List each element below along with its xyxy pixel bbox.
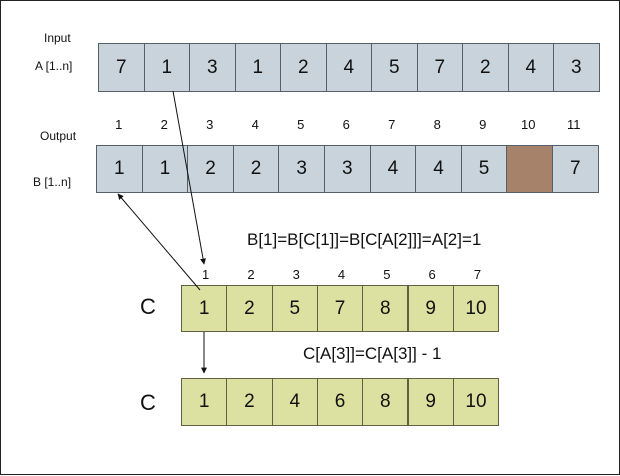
input-cell-10: 4 bbox=[507, 43, 554, 92]
output-cell-3: 2 bbox=[187, 145, 234, 193]
count-cell-5: 8 bbox=[362, 285, 409, 332]
arrow-c1-to-b1 bbox=[117, 193, 201, 291]
count-cell-3: 5 bbox=[271, 285, 318, 332]
output-index-9: 9 bbox=[479, 117, 487, 132]
input-cell-5: 2 bbox=[280, 43, 327, 92]
count-after-cell-4: 6 bbox=[316, 378, 364, 426]
count-index-5: 5 bbox=[383, 267, 391, 282]
decrement-formula: C[A[3]]=C[A[3]] - 1 bbox=[303, 344, 442, 363]
output-index-8: 8 bbox=[433, 117, 441, 132]
count-after-cell-6: 9 bbox=[407, 378, 454, 426]
count-after-cell-1: 1 bbox=[181, 378, 228, 426]
output-index-2: 2 bbox=[160, 117, 168, 132]
count-cell-7: 10 bbox=[452, 285, 500, 332]
count-index-4: 4 bbox=[337, 267, 346, 282]
input-cell-3: 3 bbox=[189, 43, 236, 92]
count-index-6: 6 bbox=[428, 267, 436, 282]
output-cell-11: 7 bbox=[552, 145, 599, 193]
output-index-10: 10 bbox=[521, 117, 536, 132]
count-cell-4: 7 bbox=[316, 285, 364, 332]
output-cell-5: 3 bbox=[278, 145, 325, 193]
count-after-cell-5: 8 bbox=[362, 378, 409, 426]
output-index-4: 4 bbox=[251, 117, 259, 132]
count-cell-6: 9 bbox=[407, 285, 454, 332]
input-cell-1: 7 bbox=[98, 43, 145, 92]
output-index-3: 3 bbox=[206, 117, 214, 132]
count-after-cell-2: 2 bbox=[226, 378, 273, 426]
output-cell-7: 4 bbox=[369, 145, 417, 193]
count-index-7: 7 bbox=[473, 267, 482, 282]
input-cell-4: 1 bbox=[234, 43, 281, 92]
output-array-label: B [1..n] bbox=[33, 175, 72, 189]
output-index-11: 11 bbox=[567, 117, 581, 132]
input-cell-11: 3 bbox=[553, 43, 600, 92]
count-index-2: 2 bbox=[247, 267, 255, 282]
output-index-1: 1 bbox=[115, 117, 123, 132]
input-cell-9: 2 bbox=[462, 43, 509, 92]
count-after-cell-3: 4 bbox=[271, 378, 318, 426]
count-index-1: 1 bbox=[202, 267, 210, 282]
output-heading: Output bbox=[40, 129, 77, 143]
output-cell-1: 1 bbox=[96, 145, 143, 193]
input-heading: Input bbox=[44, 31, 71, 45]
input-cell-6: 4 bbox=[325, 43, 372, 92]
output-index-5: 5 bbox=[297, 117, 305, 132]
output-cell-8: 4 bbox=[415, 145, 462, 193]
count-array-label: C bbox=[140, 294, 156, 319]
count-index-3: 3 bbox=[292, 267, 300, 282]
output-index-7: 7 bbox=[388, 117, 396, 132]
output-formula: B[1]=B[C[1]]=B[C[A[2]]]=A[2]=1 bbox=[247, 230, 482, 249]
input-cell-7: 5 bbox=[371, 43, 418, 92]
output-cell-6: 3 bbox=[324, 145, 371, 193]
input-array-label: A [1..n] bbox=[35, 59, 73, 73]
output-cell-9: 5 bbox=[460, 145, 508, 193]
count-after-cell-7: 10 bbox=[452, 378, 500, 426]
output-cell-4: 2 bbox=[232, 145, 280, 193]
count-cell-1: 1 bbox=[181, 285, 228, 332]
output-cell-10 bbox=[506, 145, 553, 193]
count-array-after-label: C bbox=[140, 390, 156, 415]
count-cell-2: 2 bbox=[226, 285, 273, 332]
output-index-6: 6 bbox=[342, 117, 350, 132]
input-cell-2: 1 bbox=[143, 43, 190, 92]
input-cell-8: 7 bbox=[416, 43, 463, 92]
output-cell-2: 1 bbox=[141, 145, 189, 193]
